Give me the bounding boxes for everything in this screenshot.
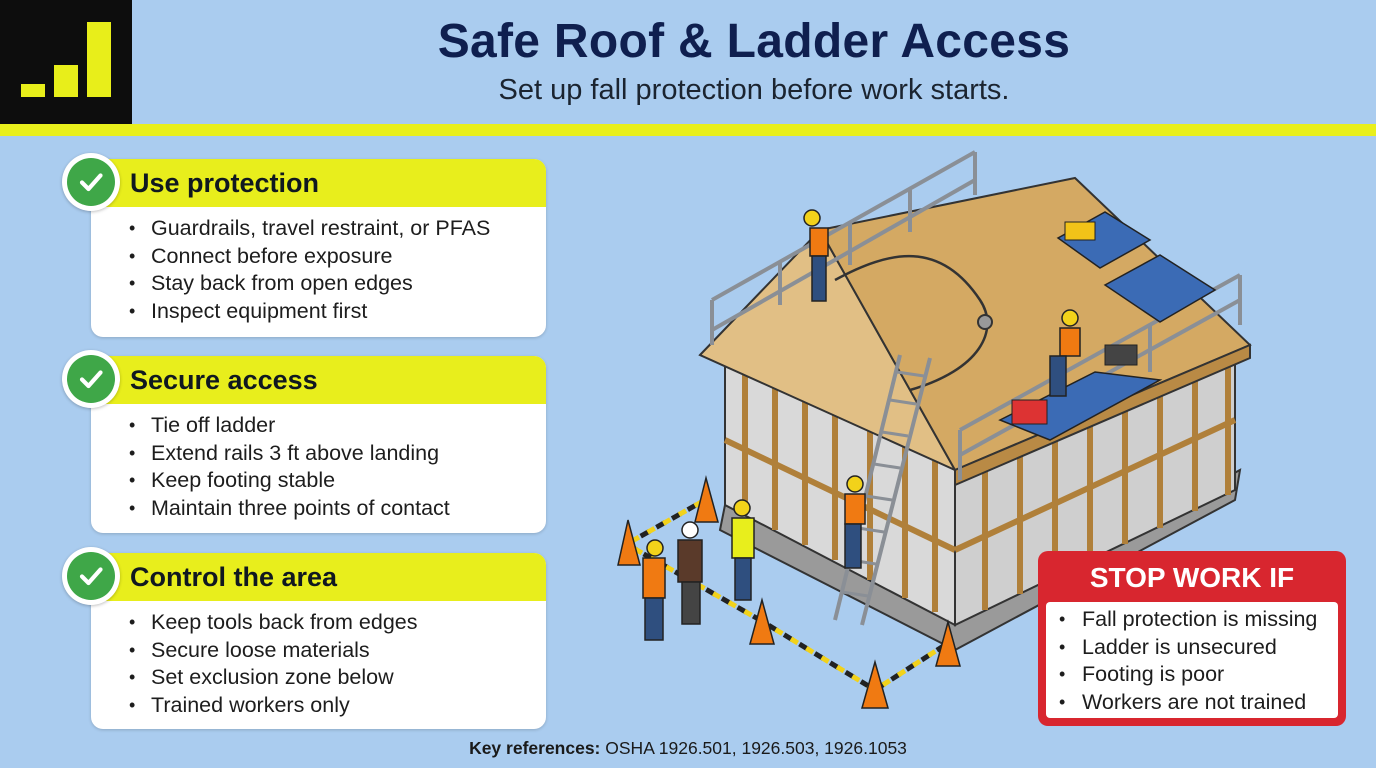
list-item: Stay back from open edges xyxy=(129,270,546,298)
card-title: Use protection xyxy=(130,168,320,198)
stop-work-list: Fall protection is missing Ladder is uns… xyxy=(1046,602,1338,716)
list-item: Footing is poor xyxy=(1059,661,1338,689)
card-header: Control the area xyxy=(62,547,546,605)
checkmark-icon xyxy=(62,350,120,408)
references-label: Key references: xyxy=(469,738,601,758)
card-secure-access: Secure access Tie off ladder Extend rail… xyxy=(62,350,546,533)
list-item: Workers are not trained xyxy=(1059,689,1338,717)
card-list: Tie off ladder Extend rails 3 ft above l… xyxy=(91,404,546,522)
list-item: Trained workers only xyxy=(129,692,546,720)
card-header: Secure access xyxy=(62,350,546,408)
card-header: Use protection xyxy=(62,153,546,211)
card-title: Secure access xyxy=(130,365,318,395)
list-item: Inspect equipment first xyxy=(129,298,546,326)
card-list: Guardrails, travel restraint, or PFAS Co… xyxy=(91,207,546,325)
card-use-protection: Use protection Guardrails, travel restra… xyxy=(62,153,546,337)
card-list: Keep tools back from edges Secure loose … xyxy=(91,601,546,719)
list-item: Tie off ladder xyxy=(129,412,546,440)
header: Safe Roof & Ladder Access Set up fall pr… xyxy=(132,0,1376,124)
list-item: Set exclusion zone below xyxy=(129,664,546,692)
list-item: Extend rails 3 ft above landing xyxy=(129,440,546,468)
logo xyxy=(0,0,132,124)
card-control-area: Control the area Keep tools back from ed… xyxy=(62,547,546,729)
checkmark-icon xyxy=(62,153,120,211)
roof-work-illustration xyxy=(617,150,1252,709)
list-item: Maintain three points of contact xyxy=(129,495,546,523)
list-item: Keep tools back from edges xyxy=(129,609,546,637)
card-title: Control the area xyxy=(130,562,338,592)
header-divider xyxy=(0,124,1376,136)
stop-work-panel: STOP WORK IF Fall protection is missing … xyxy=(1038,551,1346,726)
list-item: Keep footing stable xyxy=(129,467,546,495)
checkmark-icon xyxy=(62,547,120,605)
page-subtitle: Set up fall protection before work start… xyxy=(498,74,1010,106)
list-item: Connect before exposure xyxy=(129,243,546,271)
stop-work-body: Fall protection is missing Ladder is uns… xyxy=(1046,602,1338,718)
page-title: Safe Roof & Ladder Access xyxy=(437,15,1071,68)
logo-bar-2 xyxy=(54,65,78,97)
key-references: Key references: OSHA 1926.501, 1926.503,… xyxy=(0,738,1376,759)
logo-bar-1 xyxy=(21,84,45,97)
logo-bar-3 xyxy=(87,22,111,97)
list-item: Secure loose materials xyxy=(129,637,546,665)
references-text: OSHA 1926.501, 1926.503, 1926.1053 xyxy=(605,738,907,758)
stop-work-title: STOP WORK IF xyxy=(1089,562,1295,593)
list-item: Ladder is unsecured xyxy=(1059,634,1338,662)
list-item: Guardrails, travel restraint, or PFAS xyxy=(129,215,546,243)
list-item: Fall protection is missing xyxy=(1059,606,1338,634)
